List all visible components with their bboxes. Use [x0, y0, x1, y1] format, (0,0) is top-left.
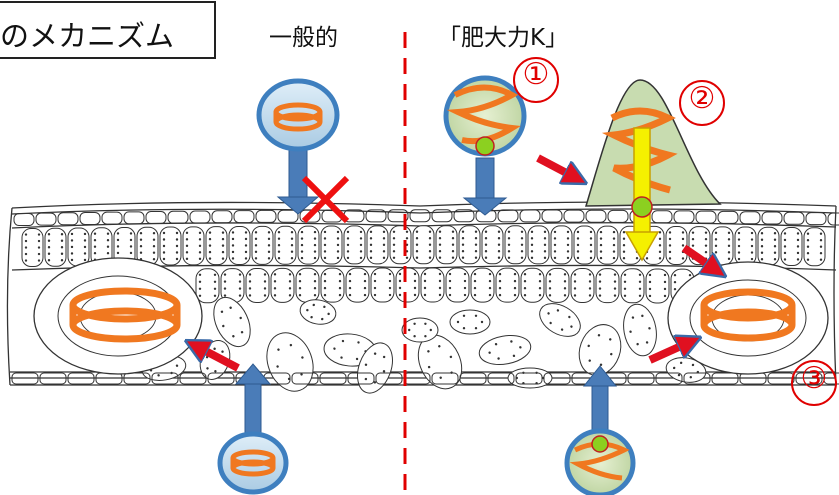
spongy-cell	[508, 368, 552, 388]
palisade-cell	[781, 227, 802, 265]
title-box: のメカニズム	[0, 1, 216, 59]
epidermis-cell	[542, 210, 562, 222]
palisade-cell	[68, 228, 89, 266]
epidermis-cell	[80, 212, 100, 224]
epidermis-cell	[652, 211, 672, 223]
spongy-cells	[140, 292, 708, 398]
magnifier-icon-bottom-left	[220, 364, 286, 492]
epidermis-cell	[674, 211, 694, 223]
epidermis-cell	[234, 211, 254, 223]
spongy-cell	[259, 326, 321, 397]
palisade-cell	[413, 226, 434, 264]
spongy-cell	[620, 302, 661, 359]
spongy-cell	[534, 297, 586, 343]
epidermis-cell	[36, 213, 56, 225]
palisade-cell	[390, 226, 411, 264]
epidermis-cell	[212, 211, 232, 223]
palisade-cell	[160, 227, 181, 265]
palisade-cell	[546, 268, 569, 302]
palisade-cell	[396, 268, 419, 302]
epidermis-cell	[498, 210, 518, 222]
palisade-cell	[528, 226, 549, 264]
palisade-cell	[712, 227, 733, 265]
epidermis-cell	[608, 210, 628, 222]
palisade-cell	[804, 228, 825, 266]
epidermis-cell	[806, 213, 826, 225]
epidermis-cell	[520, 210, 540, 222]
palisade-cell	[446, 268, 469, 302]
palisade-cell	[271, 268, 294, 302]
marker-3: ③	[796, 364, 832, 394]
epidermis-cell	[762, 212, 782, 224]
palisade-cell	[735, 227, 756, 265]
palisade-cell	[206, 227, 227, 265]
palisade-cell	[758, 227, 779, 265]
palisade-cell	[229, 226, 250, 264]
palisade-cell	[596, 269, 619, 303]
palisade-cell	[421, 268, 444, 302]
palisade-cell	[346, 268, 369, 302]
epidermis-cell	[586, 210, 606, 222]
palisade-cell	[666, 226, 687, 264]
epidermis-cell	[784, 212, 804, 224]
palisade-cell	[344, 226, 365, 264]
epidermis-cell	[102, 212, 122, 224]
palisade-cell	[367, 226, 388, 264]
palisade-cell	[482, 226, 503, 264]
palisade-cell	[574, 226, 595, 264]
spongy-cell	[402, 318, 438, 342]
epidermis-cell	[696, 211, 716, 223]
palisade-cell	[471, 268, 494, 302]
epidermis-cell	[718, 211, 738, 223]
heading-product: 「肥大力K」	[438, 18, 568, 52]
epidermis-cell	[410, 210, 430, 222]
red-arrow-to-dome	[538, 158, 576, 178]
palisade-cell	[496, 268, 519, 302]
palisade-cell	[252, 226, 273, 264]
heading-common: 一般的	[269, 18, 338, 52]
palisade-cell	[597, 226, 618, 264]
marker-1: ①	[518, 60, 554, 90]
palisade-cell	[521, 268, 544, 302]
palisade-cell	[621, 269, 644, 303]
palisade-cell	[275, 226, 296, 264]
epidermis-cell	[256, 210, 276, 222]
palisade-cell	[45, 228, 66, 266]
magnifier-icon-spiral-1	[446, 78, 524, 215]
epidermis-cell	[146, 212, 166, 224]
palisade-cell	[321, 268, 344, 302]
epidermis-cell	[828, 213, 839, 225]
epidermis-cell	[564, 210, 584, 222]
palisade-cell	[459, 226, 480, 264]
palisade-cell	[436, 226, 457, 264]
spongy-cell	[450, 310, 490, 334]
palisade-cell	[246, 268, 269, 302]
palisade-cell	[551, 226, 572, 264]
epidermis-cell	[168, 211, 188, 223]
palisade-cell	[371, 268, 394, 302]
epidermis-cell	[14, 214, 34, 226]
palisade-cell	[296, 268, 319, 302]
epidermis-cell	[124, 212, 144, 224]
epidermis-cell	[190, 211, 210, 223]
epidermis-cell	[740, 212, 760, 224]
page-title: のメカニズム	[0, 13, 174, 55]
palisade-cell	[571, 268, 594, 302]
spongy-cell	[477, 332, 533, 369]
palisade-cell	[505, 226, 526, 264]
palisade-cell	[22, 229, 43, 267]
marker-2: ②	[684, 84, 720, 114]
magnifier-icon-top-left	[259, 81, 337, 214]
palisade-cell	[298, 226, 319, 264]
palisade-cell	[183, 227, 204, 265]
palisade-cell	[646, 269, 669, 303]
epidermis-cell	[58, 213, 78, 225]
palisade-cell	[196, 269, 219, 303]
palisade-cell	[321, 226, 342, 264]
